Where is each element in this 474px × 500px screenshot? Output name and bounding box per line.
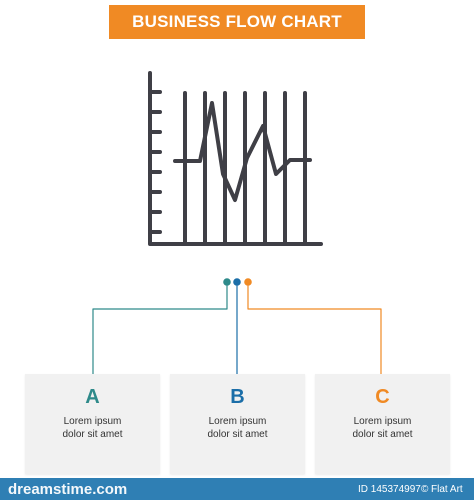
step-text-c: Lorem ipsum dolor sit amet [315, 415, 450, 441]
step-text-a-line1: Lorem ipsum [63, 416, 122, 427]
connector-dot-c [244, 278, 252, 286]
step-text-a-line2: dolor sit amet [62, 429, 123, 440]
step-letter-b: B [230, 386, 245, 408]
connector-a [92, 285, 228, 375]
step-text-b: Lorem ipsum dolor sit amet [170, 415, 305, 441]
footer-image-id: ID 145374997 [358, 484, 421, 495]
step-text-b-line2: dolor sit amet [207, 429, 268, 440]
footer-credit: Flat Art [431, 484, 463, 495]
copyright-icon: © [421, 484, 429, 495]
footer-logo: dreamstime.com [8, 481, 128, 498]
banner-title: BUSINESS FLOW CHART [132, 12, 342, 31]
step-card-c: C Lorem ipsum dolor sit amet [315, 374, 450, 474]
step-letter-a: A [85, 386, 100, 408]
footer-bar: dreamstime.com ID 145374997 © Flat Art [0, 478, 474, 500]
chart-ticks-icon [148, 90, 162, 234]
page-title: BUSINESS FLOW CHART [109, 5, 365, 39]
step-card-a: A Lorem ipsum dolor sit amet [25, 374, 160, 474]
step-letter-c: C [375, 386, 390, 408]
line-chart-icon [148, 71, 323, 246]
chart-line-icon [173, 101, 312, 202]
step-text-c-line1: Lorem ipsum [353, 416, 412, 427]
connector-dot-a [223, 278, 231, 286]
connector-dot-b [233, 278, 241, 286]
step-text-a: Lorem ipsum dolor sit amet [25, 415, 160, 441]
step-text-c-line2: dolor sit amet [352, 429, 413, 440]
connector-c [247, 285, 382, 375]
step-card-b: B Lorem ipsum dolor sit amet [170, 374, 305, 474]
step-text-b-line1: Lorem ipsum [208, 416, 267, 427]
